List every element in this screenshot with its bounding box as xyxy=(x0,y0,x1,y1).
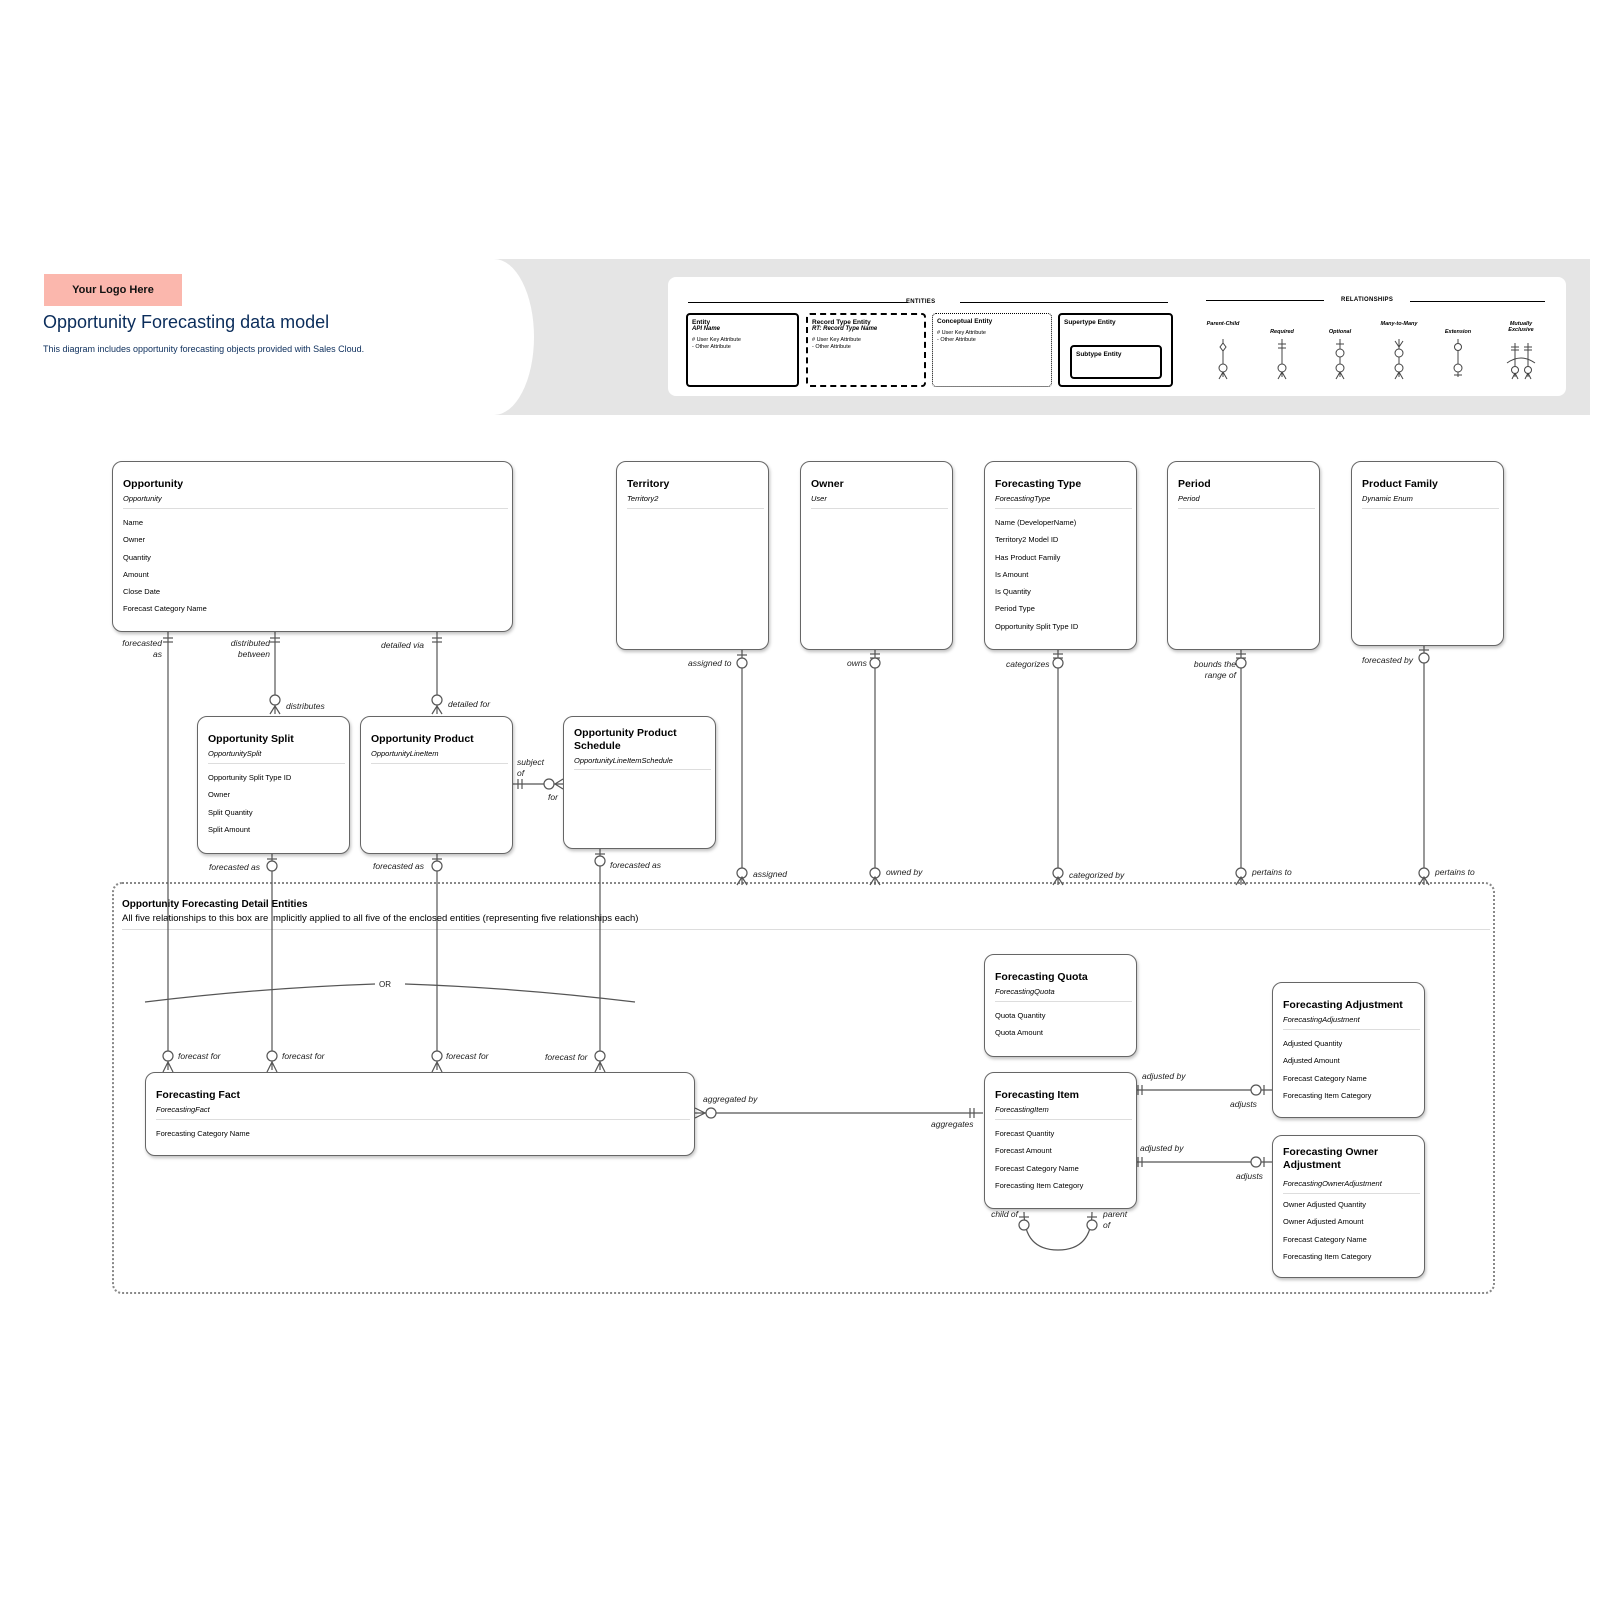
label-for: for xyxy=(548,792,558,802)
group-title: Opportunity Forecasting Detail Entities xyxy=(122,899,308,910)
label-forecast-for: forecast for xyxy=(282,1051,325,1061)
legend-optional-label: Optional xyxy=(1328,329,1352,335)
label-adjusts: adjusts xyxy=(1236,1171,1263,1181)
label-detailed-via: detailed via xyxy=(381,640,425,650)
label-pertains-to: pertains to xyxy=(1252,867,1292,877)
legend-mutually-exclusive-label: Mutually Exclusive xyxy=(1508,321,1534,333)
label-owns: owns xyxy=(847,658,867,668)
legend-parent-child-label: Parent-Child xyxy=(1206,321,1240,327)
entity-forecasting-type[interactable]: Forecasting Type ForecastingType Name (D… xyxy=(984,461,1137,650)
label-assigned-to: assigned to xyxy=(688,658,732,668)
legend-subtype-entity-box: Subtype Entity xyxy=(1070,345,1162,379)
label-forecast-for: forecast for xyxy=(178,1051,221,1061)
legend-relationship-symbols xyxy=(1218,339,1536,380)
label-product-forecasted-as: forecasted as xyxy=(373,861,425,871)
label-subject-of: subject of xyxy=(517,757,544,778)
label-parent-of: parent of xyxy=(1103,1209,1128,1230)
entity-opportunity-split[interactable]: Opportunity Split OpportunitySplit Oppor… xyxy=(197,716,350,854)
label-distributed-between: distributed between xyxy=(230,638,270,659)
entity-forecasting-quota[interactable]: Forecasting Quota ForecastingQuota Quota… xyxy=(984,954,1137,1057)
legend-conceptual-entity-box: Conceptual Entity # User Key Attribute -… xyxy=(932,313,1052,387)
group-divider xyxy=(122,929,1490,930)
legend-entity-box: Entity API Name # User Key Attribute - O… xyxy=(686,313,799,387)
group-description: All five relationships to this box are i… xyxy=(122,913,639,924)
label-adjusted-by: adjusted by xyxy=(1140,1143,1184,1153)
label-adjusts: adjusts xyxy=(1230,1099,1257,1109)
entity-product-family[interactable]: Product Family Dynamic Enum xyxy=(1351,461,1504,646)
label-forecast-for: forecast for xyxy=(545,1052,588,1062)
label-assigned: assigned xyxy=(753,869,788,879)
label-adjusted-by: adjusted by xyxy=(1142,1071,1186,1081)
entity-forecasting-item[interactable]: Forecasting Item ForecastingItem Forecas… xyxy=(984,1072,1137,1209)
or-label: OR xyxy=(379,980,391,989)
page-title: Opportunity Forecasting data model xyxy=(43,312,330,332)
legend-panel: ENTITIES Entity API Name # User Key Attr… xyxy=(668,277,1566,396)
label-distributes: distributes xyxy=(286,701,325,711)
legend-entities-heading: ENTITIES xyxy=(906,299,936,305)
label-forecasted-by: forecasted by xyxy=(1362,655,1414,665)
label-schedule-forecasted-as: forecasted as xyxy=(610,860,662,870)
label-categorized-by: categorized by xyxy=(1069,870,1125,880)
legend-record-type-entity-box: Record Type Entity RT: Record Type Name … xyxy=(806,313,926,387)
label-categorizes: categorizes xyxy=(1006,659,1050,669)
label-owned-by: owned by xyxy=(886,867,923,877)
label-bounds-range-of: bounds the range of xyxy=(1193,659,1236,680)
forecasting-detail-group xyxy=(112,882,1495,1294)
label-pertains-to: pertains to xyxy=(1435,867,1475,877)
entity-owner[interactable]: Owner User xyxy=(800,461,953,650)
label-split-forecasted-as: forecasted as xyxy=(209,862,261,872)
label-detailed-for: detailed for xyxy=(448,699,491,709)
entity-forecasting-fact[interactable]: Forecasting Fact ForecastingFact Forecas… xyxy=(145,1072,695,1156)
entity-territory[interactable]: Territory Territory2 xyxy=(616,461,769,650)
legend-required-label: Required xyxy=(1270,329,1294,335)
label-aggregated-by: aggregated by xyxy=(703,1094,758,1104)
label-forecasted-as: forecasted as xyxy=(122,638,162,659)
label-forecast-for: forecast for xyxy=(446,1051,489,1061)
logo-placeholder: Your Logo Here xyxy=(44,274,182,306)
legend-supertype-entity-box: Supertype Entity Subtype Entity xyxy=(1058,313,1173,387)
legend-extension-label: Extension xyxy=(1444,329,1472,335)
entity-forecasting-owner-adjustment[interactable]: Forecasting Owner Adjustment Forecasting… xyxy=(1272,1135,1425,1278)
entity-opportunity-product[interactable]: Opportunity Product OpportunityLineItem xyxy=(360,716,513,854)
label-child-of: child of xyxy=(991,1209,1018,1219)
entity-period[interactable]: Period Period xyxy=(1167,461,1320,650)
label-aggregates: aggregates xyxy=(931,1119,974,1129)
page-subtitle: This diagram includes opportunity foreca… xyxy=(43,344,365,354)
legend-many-to-many-label: Many-to-Many xyxy=(1380,321,1418,327)
entity-forecasting-adjustment[interactable]: Forecasting Adjustment ForecastingAdjust… xyxy=(1272,982,1425,1118)
entity-opportunity-product-schedule[interactable]: Opportunity Product Schedule Opportunity… xyxy=(563,716,716,849)
